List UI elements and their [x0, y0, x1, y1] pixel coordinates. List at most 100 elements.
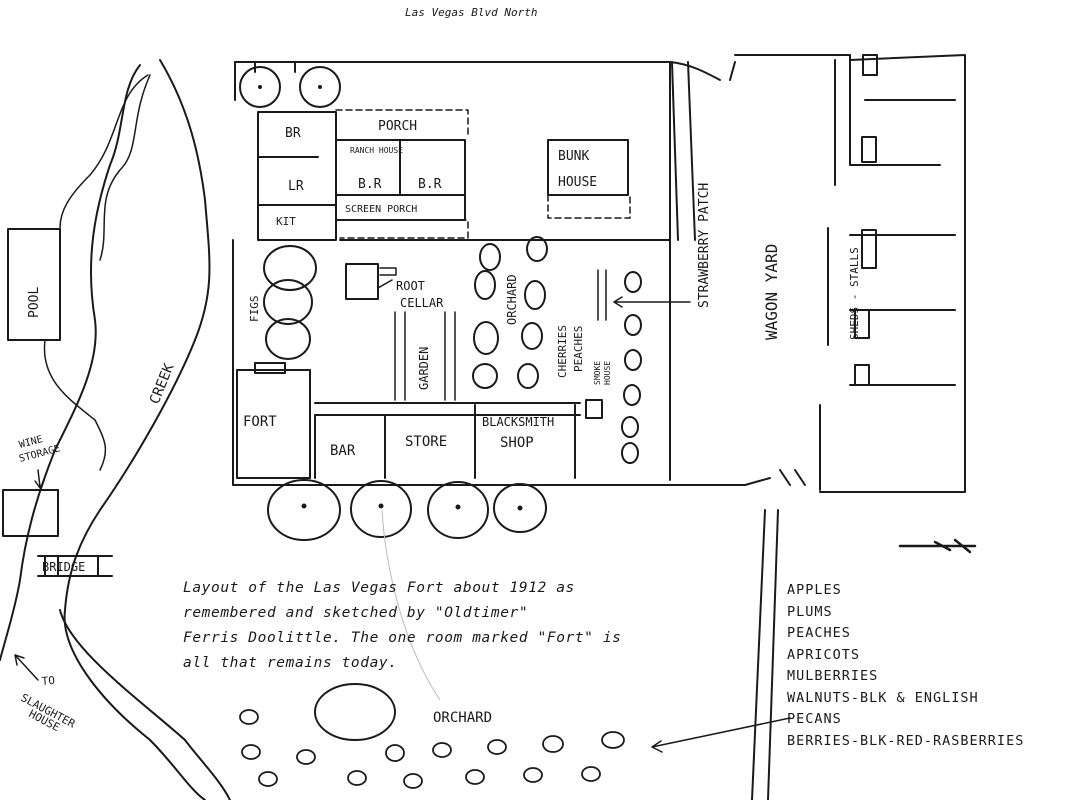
compound-wall-south: [232, 239, 746, 486]
slaughter-label-1: TO: [41, 674, 55, 688]
bridge-label: BRIDGE: [42, 560, 85, 574]
shed-partitions: [849, 59, 956, 386]
strawberry-label: STRAWBERRY PATCH: [697, 183, 712, 308]
stall-post-1: [862, 54, 878, 76]
bridge: [37, 555, 113, 577]
stall-post-4: [854, 309, 870, 339]
bunk-label-2: HOUSE: [558, 175, 597, 190]
caption-line-1: Layout of the Las Vegas Fort about 1912 …: [183, 580, 575, 596]
fruit-item: BERRIES-BLK-RED-RASBERRIES: [787, 732, 1025, 749]
fruit-item: PEACHES: [787, 625, 851, 641]
smoke-label-1: SMOKE: [593, 361, 602, 385]
corner-tree-1-dot: [258, 85, 262, 89]
shed-front-walls: [819, 59, 836, 491]
porch-outlines: [335, 109, 469, 239]
fruit-item: APRICOTS: [787, 646, 861, 663]
blacksmith-label-1: BLACKSMITH: [482, 415, 554, 429]
ranch-house-west: [257, 111, 337, 241]
creek-bank-east: [63, 59, 211, 800]
blacksmith-label-2: SHOP: [500, 435, 534, 451]
wagon-yard-label: WAGON YARD: [762, 244, 781, 340]
outer-orchard-trees: [239, 683, 625, 789]
pool-channel: [59, 74, 149, 229]
porch-label: PORCH: [378, 119, 417, 134]
root-cellar: [345, 263, 379, 300]
fruit-item: PECANS: [787, 711, 842, 727]
pool-label: POOL: [27, 287, 42, 318]
creek-bank-west: [0, 64, 141, 661]
gate-north: [669, 61, 736, 81]
corner-tree-2-dot: [318, 85, 322, 89]
orchard-outer-label: ORCHARD: [433, 710, 492, 726]
slaughter-arrow: [14, 654, 39, 681]
peaches-label: PEACHES: [572, 326, 585, 372]
fig-tree-1: [263, 245, 317, 291]
fort-chimney: [254, 362, 286, 374]
wine-arrowhead: [34, 480, 45, 489]
fruit-item: MULBERRIES: [787, 668, 879, 684]
caption-line-2: remembered and sketched by "Oldtimer": [183, 605, 529, 621]
store-label: STORE: [405, 434, 447, 450]
root-cellar-pointer: [377, 279, 393, 289]
creek-inner-line: [99, 74, 151, 261]
room-kit: KIT: [276, 215, 296, 228]
caption-line-3: Ferris Doolittle. The one room marked "F…: [183, 630, 622, 646]
strawberry-arrow: [613, 296, 691, 308]
fig-tree-3: [265, 318, 311, 360]
fort-label: FORT: [243, 414, 277, 430]
scan-artifact: [381, 509, 441, 701]
root-label-1: ROOT: [396, 279, 425, 293]
wagon-yard-wall: [734, 54, 966, 493]
sheds-label: SHEDS - STALLS: [848, 247, 861, 340]
wine-storage: [2, 489, 59, 537]
road-to-slaughter: [59, 609, 231, 800]
wine-arrow: [37, 469, 41, 488]
ranch-house-rooms: [257, 139, 466, 221]
fig-tree-2: [263, 279, 313, 325]
ranch-house-label: RANCH HOUSE: [350, 146, 403, 155]
root-cellar-entry: [379, 267, 397, 276]
fruit-item: PLUMS: [787, 603, 833, 620]
fruit-list: APPLES PLUMS PEACHES APRICOTS MULBERRIES…: [787, 580, 1024, 752]
smoke-label-2: HOUSE: [603, 361, 612, 385]
strawberry-patch-strip: [671, 61, 696, 241]
stall-post-5: [854, 364, 870, 386]
fruit-item: WALNUTS-BLK & ENGLISH: [787, 689, 979, 706]
map-caption: Layout of the Las Vegas Fort about 1912 …: [183, 576, 653, 676]
bunk-label-1: BUNK: [558, 149, 589, 164]
cherries-label: CHERRIES: [556, 325, 569, 378]
south-road: [751, 509, 779, 800]
corner-tree-2: [299, 66, 341, 108]
corner-tree-1: [239, 66, 281, 108]
orchard-inner-label: ORCHARD: [505, 274, 519, 325]
creek-label: CREEK: [147, 361, 178, 407]
north-arrow-icon: [898, 538, 977, 554]
garden-label: GARDEN: [417, 347, 431, 390]
inner-yard-wall: [339, 239, 671, 481]
room-br-mid: B.R: [358, 177, 382, 192]
smoke-house: [585, 399, 603, 419]
pool: [7, 228, 61, 341]
screen-porch-label: SCREEN PORCH: [345, 204, 417, 215]
stall-post-2: [861, 136, 877, 163]
bar-label: BAR: [330, 443, 356, 459]
pool-drain: [43, 339, 107, 471]
peach-tree-column: [621, 271, 642, 464]
room-br-left: BR: [285, 126, 301, 141]
root-label-2: CELLAR: [400, 296, 444, 310]
inner-orchard-trees: [472, 236, 548, 389]
gate-south: [744, 469, 806, 486]
stall-post-3: [861, 229, 877, 269]
south-row-trees: [267, 479, 547, 541]
smoke-house-lines: [597, 269, 607, 321]
room-br-right: B.R: [418, 177, 442, 192]
fruit-item: APPLES: [787, 582, 842, 598]
street-label: Las Vegas Blvd North: [405, 6, 537, 19]
figs-label: FIGS: [248, 296, 261, 323]
garden-rows: [394, 311, 456, 401]
fruit-list-arrow: [651, 717, 791, 753]
caption-line-4: all that remains today.: [183, 655, 398, 671]
bunk-house-porch: [547, 194, 631, 219]
row-buildings: [314, 402, 581, 479]
